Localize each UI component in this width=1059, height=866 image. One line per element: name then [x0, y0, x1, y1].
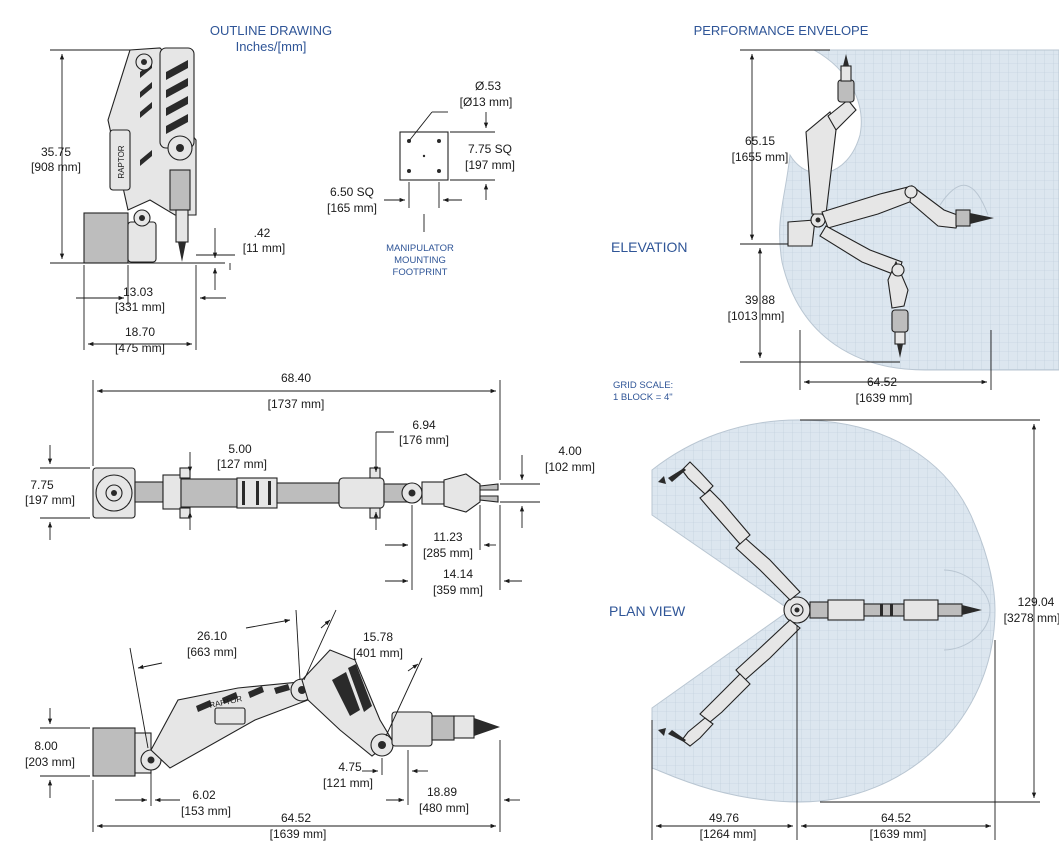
dim-5-00-mm: [127 mm] — [217, 457, 267, 471]
dim-4-75-in: 4.75 — [338, 760, 362, 774]
dim-26-10-in: 26.10 — [197, 629, 227, 643]
dim-4-00-mm: [102 mm] — [545, 460, 595, 474]
top-view-drawing — [92, 467, 499, 519]
front-view-dimensions — [50, 49, 235, 350]
dim-6-50-sq-mm: [165 mm] — [327, 201, 377, 215]
dim-6-02-mm: [153 mm] — [181, 804, 231, 818]
dim-5-00-in: 5.00 — [228, 442, 252, 456]
grid-scale-label: GRID SCALE: — [613, 380, 673, 391]
elevation-envelope — [779, 49, 1059, 371]
elevation-dimensions — [740, 49, 992, 390]
side-view-dimensions — [40, 609, 520, 832]
dim-49-76-in: 49.76 — [709, 811, 739, 825]
dim-64-52-elev-in: 64.52 — [867, 375, 897, 389]
dim-6-50-sq-in: 6.50 SQ — [330, 185, 374, 199]
elevation-label: ELEVATION — [611, 239, 688, 255]
dim-14-14-mm: [359 mm] — [433, 583, 483, 597]
dim-4-00-in: 4.00 — [558, 444, 582, 458]
dim-dia-53-in: Ø.53 — [475, 79, 501, 93]
footprint-caption-line3: FOOTPRINT — [393, 267, 448, 278]
dim-7-75-sq-in: 7.75 SQ — [468, 142, 512, 156]
dim-7-75-sq-mm: [197 mm] — [465, 158, 515, 172]
mounting-footprint-drawing — [384, 111, 495, 232]
plan-view-envelope — [651, 419, 996, 803]
dim-35-75-in: 35.75 — [41, 145, 71, 159]
dim-129-04-mm: [3278 mm] — [1004, 611, 1059, 625]
dim-6-94-in: 6.94 — [412, 418, 436, 432]
dim-7-75-in: 7.75 — [30, 478, 54, 492]
dim-18-89-in: 18.89 — [427, 785, 457, 799]
footprint-caption-line2: MOUNTING — [394, 255, 446, 266]
dim-68-40-in: 68.40 — [281, 371, 311, 385]
side-view-drawing: RAPTOR — [92, 649, 500, 777]
dim-64-52-side-in: 64.52 — [281, 811, 311, 825]
dim-18-70-mm: [475 mm] — [115, 341, 165, 355]
dim-64-52-side-mm: [1639 mm] — [270, 827, 327, 841]
outline-drawing-units: Inches/[mm] — [236, 39, 307, 54]
dim-8-00-mm: [203 mm] — [25, 755, 75, 769]
dim-35-75-mm: [908 mm] — [31, 160, 81, 174]
dim-64-52-plan-mm: [1639 mm] — [870, 827, 927, 841]
dim-0-42-in: .42 — [254, 226, 271, 240]
dim-15-78-mm: [401 mm] — [353, 646, 403, 660]
plan-view-label: PLAN VIEW — [609, 603, 686, 619]
dim-8-00-in: 8.00 — [34, 739, 58, 753]
dim-11-23-in: 11.23 — [433, 530, 462, 544]
dim-14-14-in: 14.14 — [443, 567, 473, 581]
dim-65-15-in: 65.15 — [745, 134, 775, 148]
dim-49-76-mm: [1264 mm] — [700, 827, 757, 841]
front-view-brand: RAPTOR — [117, 145, 126, 178]
dim-7-75-mm: [197 mm] — [25, 493, 75, 507]
dim-68-40-mm: [1737 mm] — [268, 397, 325, 411]
dim-64-52-elev-mm: [1639 mm] — [856, 391, 913, 405]
dim-39-88-in: 39.88 — [745, 293, 775, 307]
plan-view-dimensions — [651, 419, 1040, 840]
dim-13-03-in: 13.03 — [123, 285, 153, 299]
footprint-caption-line1: MANIPULATOR — [386, 243, 454, 254]
grid-scale-value: 1 BLOCK = 4" — [613, 392, 673, 403]
dim-39-88-mm: [1013 mm] — [728, 309, 785, 323]
dim-129-04-in: 129.04 — [1018, 595, 1055, 609]
dim-6-02-in: 6.02 — [192, 788, 216, 802]
dim-18-89-mm: [480 mm] — [419, 801, 469, 815]
dim-65-15-mm: [1655 mm] — [732, 150, 789, 164]
dim-0-42-mm: [11 mm] — [243, 241, 285, 255]
dim-64-52-plan-in: 64.52 — [881, 811, 911, 825]
dim-26-10-mm: [663 mm] — [187, 645, 237, 659]
dim-11-23-mm: [285 mm] — [423, 546, 473, 560]
dim-18-70-in: 18.70 — [125, 325, 155, 339]
outline-drawing-title: OUTLINE DRAWING — [210, 23, 332, 38]
front-view-drawing: RAPTOR — [83, 47, 197, 264]
dim-13-03-mm: [331 mm] — [115, 300, 165, 314]
performance-envelope-title: PERFORMANCE ENVELOPE — [694, 23, 869, 38]
dim-dia-53-mm: [Ø13 mm] — [460, 95, 513, 109]
dim-6-94-mm: [176 mm] — [399, 433, 449, 447]
top-view-dimensions — [40, 380, 540, 590]
dim-15-78-in: 15.78 — [363, 630, 393, 644]
dim-4-75-mm: [121 mm] — [323, 776, 373, 790]
